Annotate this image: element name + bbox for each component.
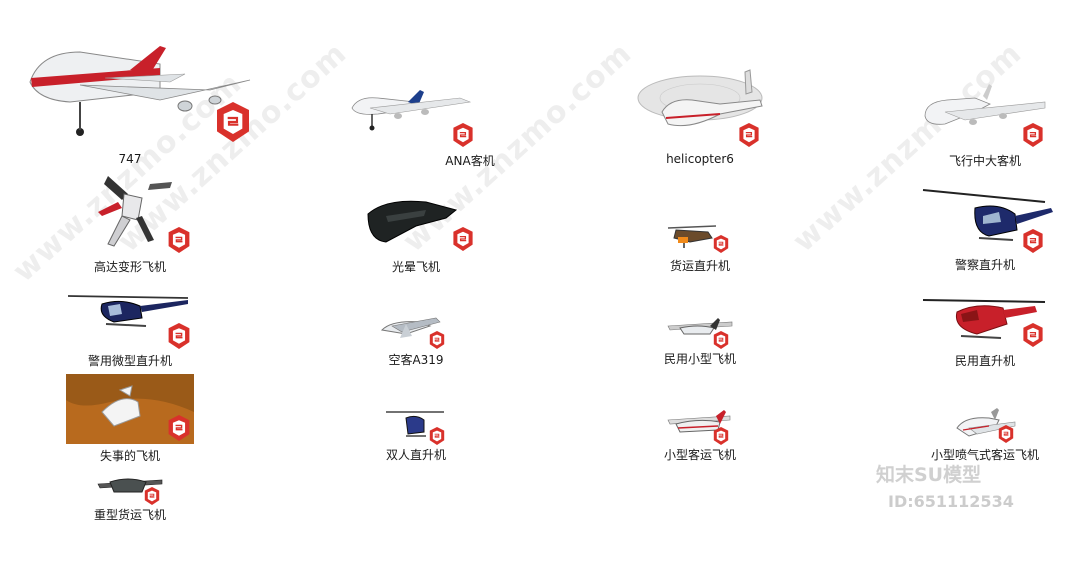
file-label: helicopter6 — [666, 152, 734, 166]
sketchup-icon — [213, 100, 253, 144]
light-aircraft-icon — [580, 318, 820, 390]
sketchup-icon — [451, 122, 475, 148]
file-label: 飞行中大客机 — [948, 154, 1021, 168]
file-label: 小型喷气式客运飞机 — [930, 448, 1039, 462]
sketchup-icon — [143, 486, 161, 506]
file-label: 民用直升机 — [954, 354, 1015, 368]
file-label: 失事的飞机 — [99, 449, 160, 463]
sketchup-icon — [997, 424, 1015, 444]
small-jet-icon — [865, 406, 1083, 478]
file-label: 光晕飞机 — [391, 260, 440, 274]
file-item-large-airliner[interactable]: 飞行中大客机 — [865, 82, 1083, 172]
sketchup-icon — [712, 234, 730, 254]
jumbo-jet-icon — [10, 40, 251, 136]
file-item-small-passenger[interactable]: 小型客运飞机 — [580, 410, 820, 500]
transforming-mecha-icon — [10, 172, 250, 247]
file-item-heavy-cargo[interactable]: 重型货运飞机 — [10, 472, 250, 562]
sketchup-icon — [712, 426, 730, 446]
file-item-police-heli[interactable]: 警察直升机 — [865, 186, 1083, 276]
file-label: 747 — [118, 152, 142, 166]
crashed-plane-icon — [10, 372, 250, 444]
file-item-ana[interactable]: ANA客机 — [350, 90, 590, 180]
file-label: 警察直升机 — [954, 258, 1015, 272]
file-item-halo[interactable]: 光晕飞机 — [296, 196, 536, 286]
file-item-gundam[interactable]: 高达变形飞机 — [10, 172, 250, 274]
sketchup-icon — [166, 226, 192, 254]
wireframe-helicopter-icon — [580, 69, 820, 142]
file-label: 高达变形飞机 — [93, 260, 166, 274]
file-item-mini-police-heli[interactable]: 警用微型直升机 — [10, 288, 250, 378]
file-item-747[interactable]: 747 — [10, 40, 251, 166]
civil-helicopter-icon — [865, 290, 1083, 362]
sketchup-icon — [1021, 122, 1045, 148]
airliner-icon — [350, 90, 590, 162]
file-label: 警用微型直升机 — [87, 354, 172, 368]
file-item-small-jet[interactable]: 小型喷气式客运飞机 — [865, 406, 1083, 496]
sketchup-icon — [428, 426, 446, 446]
file-item-cargo-heli[interactable]: 货运直升机 — [580, 222, 820, 312]
file-label: 双人直升机 — [385, 448, 446, 462]
sketchup-icon — [1021, 228, 1045, 254]
file-item-civil-heli[interactable]: 民用直升机 — [865, 290, 1083, 380]
sketchup-icon — [451, 226, 475, 252]
file-label: 货运直升机 — [669, 259, 730, 273]
large-airliner-icon — [865, 82, 1083, 154]
sketchup-icon — [737, 122, 761, 148]
file-label: 小型客运飞机 — [663, 448, 736, 462]
police-helicopter-icon — [865, 186, 1083, 258]
sketchup-icon — [166, 322, 192, 350]
dark-gunship-icon — [296, 196, 536, 268]
sketchup-icon — [428, 330, 446, 350]
file-label: ANA客机 — [445, 154, 495, 168]
heavy-cargo-plane-icon — [10, 472, 250, 544]
file-label: 重型货运飞机 — [93, 508, 166, 522]
sketchup-icon — [1021, 322, 1045, 348]
file-item-light-aircraft[interactable]: 民用小型飞机 — [580, 318, 820, 408]
sketchup-icon — [712, 330, 730, 350]
brand-id-watermark: ID:651112534 — [888, 492, 1014, 511]
file-item-crashed-plane[interactable]: 失事的飞机 — [10, 372, 250, 463]
file-label: 民用小型飞机 — [663, 352, 736, 366]
file-item-two-seat-heli[interactable]: 双人直升机 — [296, 408, 536, 498]
sketchup-icon — [166, 414, 192, 442]
file-item-helicopter6[interactable]: helicopter6 — [580, 69, 820, 166]
file-item-a319[interactable]: 空客A319 — [296, 316, 536, 406]
two-seat-helicopter-icon — [296, 408, 536, 480]
file-label: 空客A319 — [388, 353, 444, 367]
cargo-helicopter-icon — [580, 222, 820, 294]
a319-icon — [296, 316, 536, 388]
mini-police-helicopter-icon — [10, 288, 250, 360]
brand-watermark: 知末SU模型 — [876, 464, 982, 486]
